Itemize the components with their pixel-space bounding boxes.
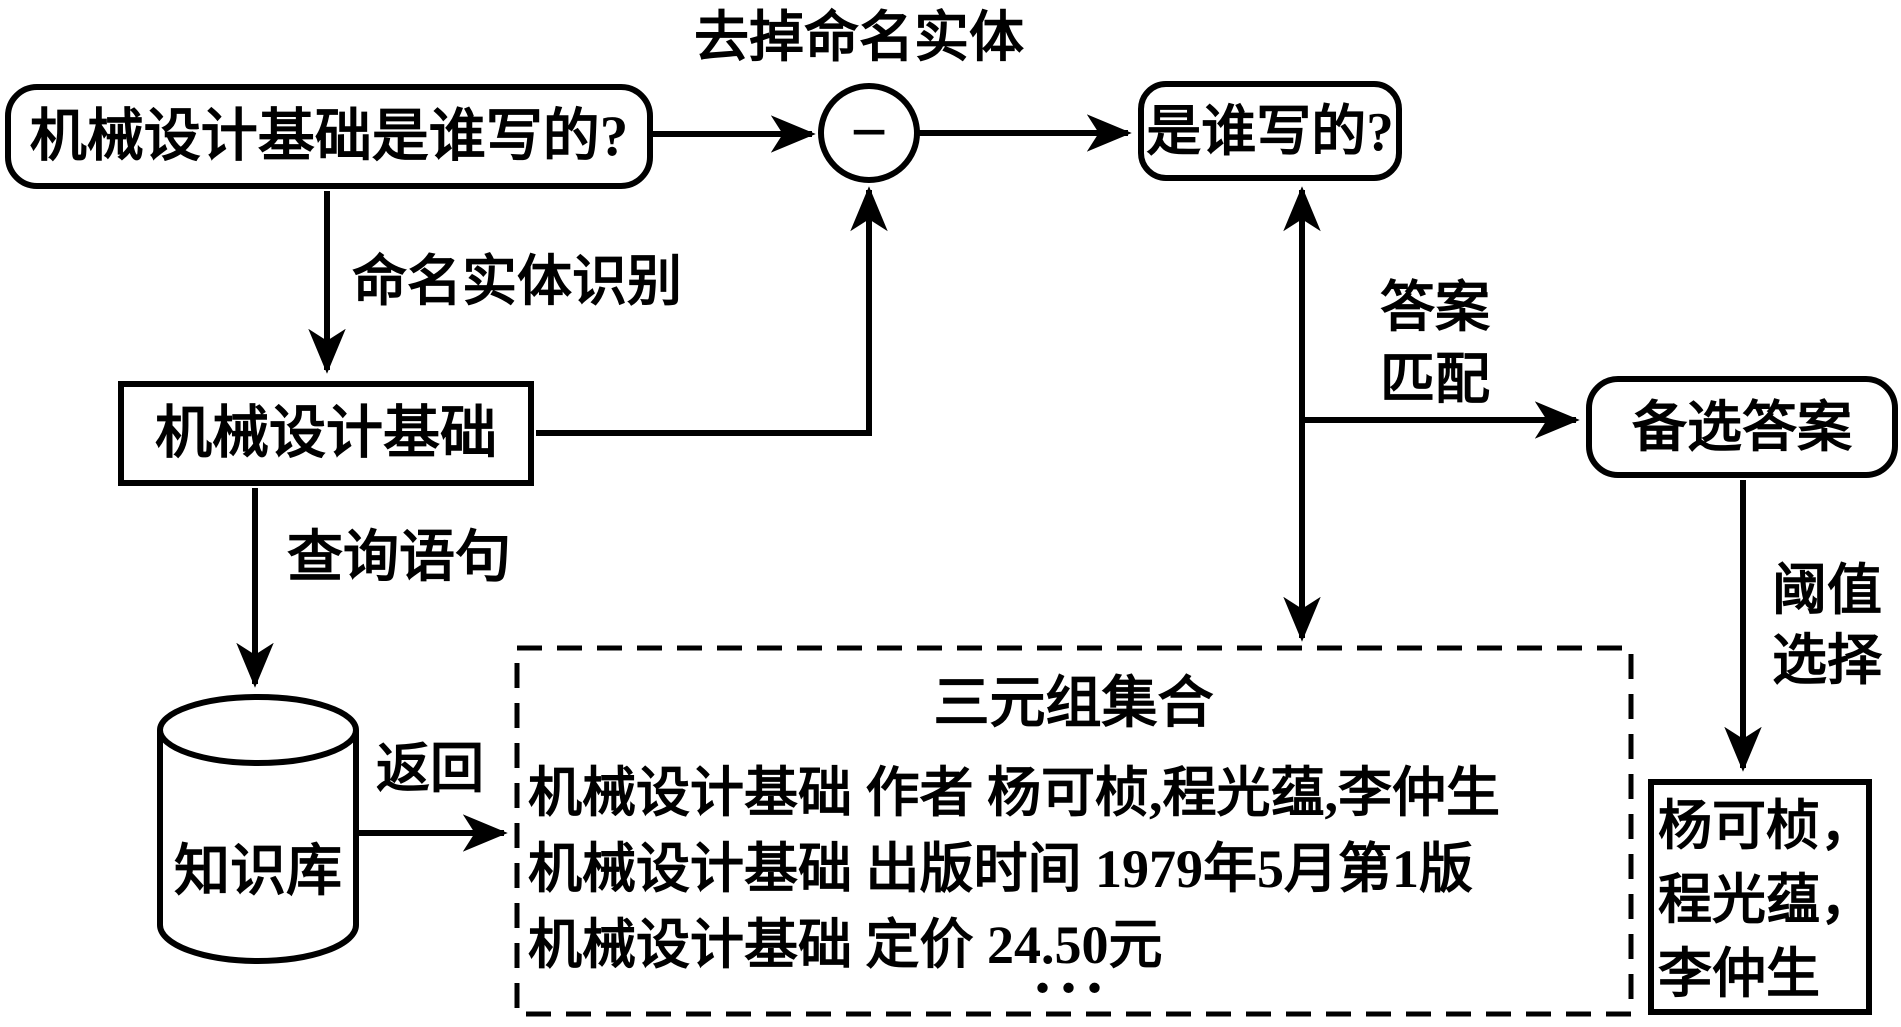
knowledge-base-label: 知识库 xyxy=(174,841,342,903)
query-statement-label: 查询语句 xyxy=(287,527,511,589)
candidate-answers-node: 备选答案 xyxy=(1586,376,1898,478)
knowledge-base-cylinder-body xyxy=(157,730,359,964)
triple-row: 机械设计基础 作者 杨可桢,程光蕴,李仲生 xyxy=(528,763,1500,823)
minus-operator-icon: − xyxy=(850,96,888,169)
question-node: 机械设计基础是谁写的? xyxy=(5,84,653,189)
threshold-select-label-line1: 阈值 xyxy=(1771,560,1882,621)
threshold-select-label-line2: 选择 xyxy=(1771,630,1882,691)
answer-match-label-line2: 匹配 xyxy=(1379,349,1490,410)
triple-set-dashed-box xyxy=(514,645,1634,1017)
knowledge-base-cylinder-top xyxy=(157,694,359,766)
minus-junction-circle xyxy=(818,83,920,183)
return-label: 返回 xyxy=(376,739,484,799)
answer-match-label-line1: 答案 xyxy=(1379,277,1490,338)
stripped-question-node: 是谁写的? xyxy=(1138,81,1402,181)
remove-named-entity-label: 去掉命名实体 xyxy=(694,7,1025,68)
named-entity-node: 机械设计基础 xyxy=(118,381,534,486)
named-entity-recognition-label: 命名实体识别 xyxy=(352,251,683,312)
entity-to-minus-arrow xyxy=(536,186,888,436)
threshold-select-label: 阈值 选择 xyxy=(1762,556,1892,696)
final-answer-line: 程光蕴， xyxy=(1658,870,1874,930)
triple-set-title: 三元组集合 xyxy=(933,673,1214,735)
triple-set-ellipsis: ... xyxy=(1034,935,1113,1006)
triple-row: 机械设计基础 出版时间 1979年5月第1版 xyxy=(528,839,1473,899)
answer-match-label: 答案 匹配 xyxy=(1345,272,1525,416)
final-answer-line: 杨可桢， xyxy=(1658,796,1874,856)
triple-row: 机械设计基础 定价 24.50元 xyxy=(528,915,1163,975)
final-answer-node: 杨可桢， 程光蕴， 李仲生 xyxy=(1648,779,1874,1015)
final-answer-line: 李仲生 xyxy=(1658,944,1820,1004)
